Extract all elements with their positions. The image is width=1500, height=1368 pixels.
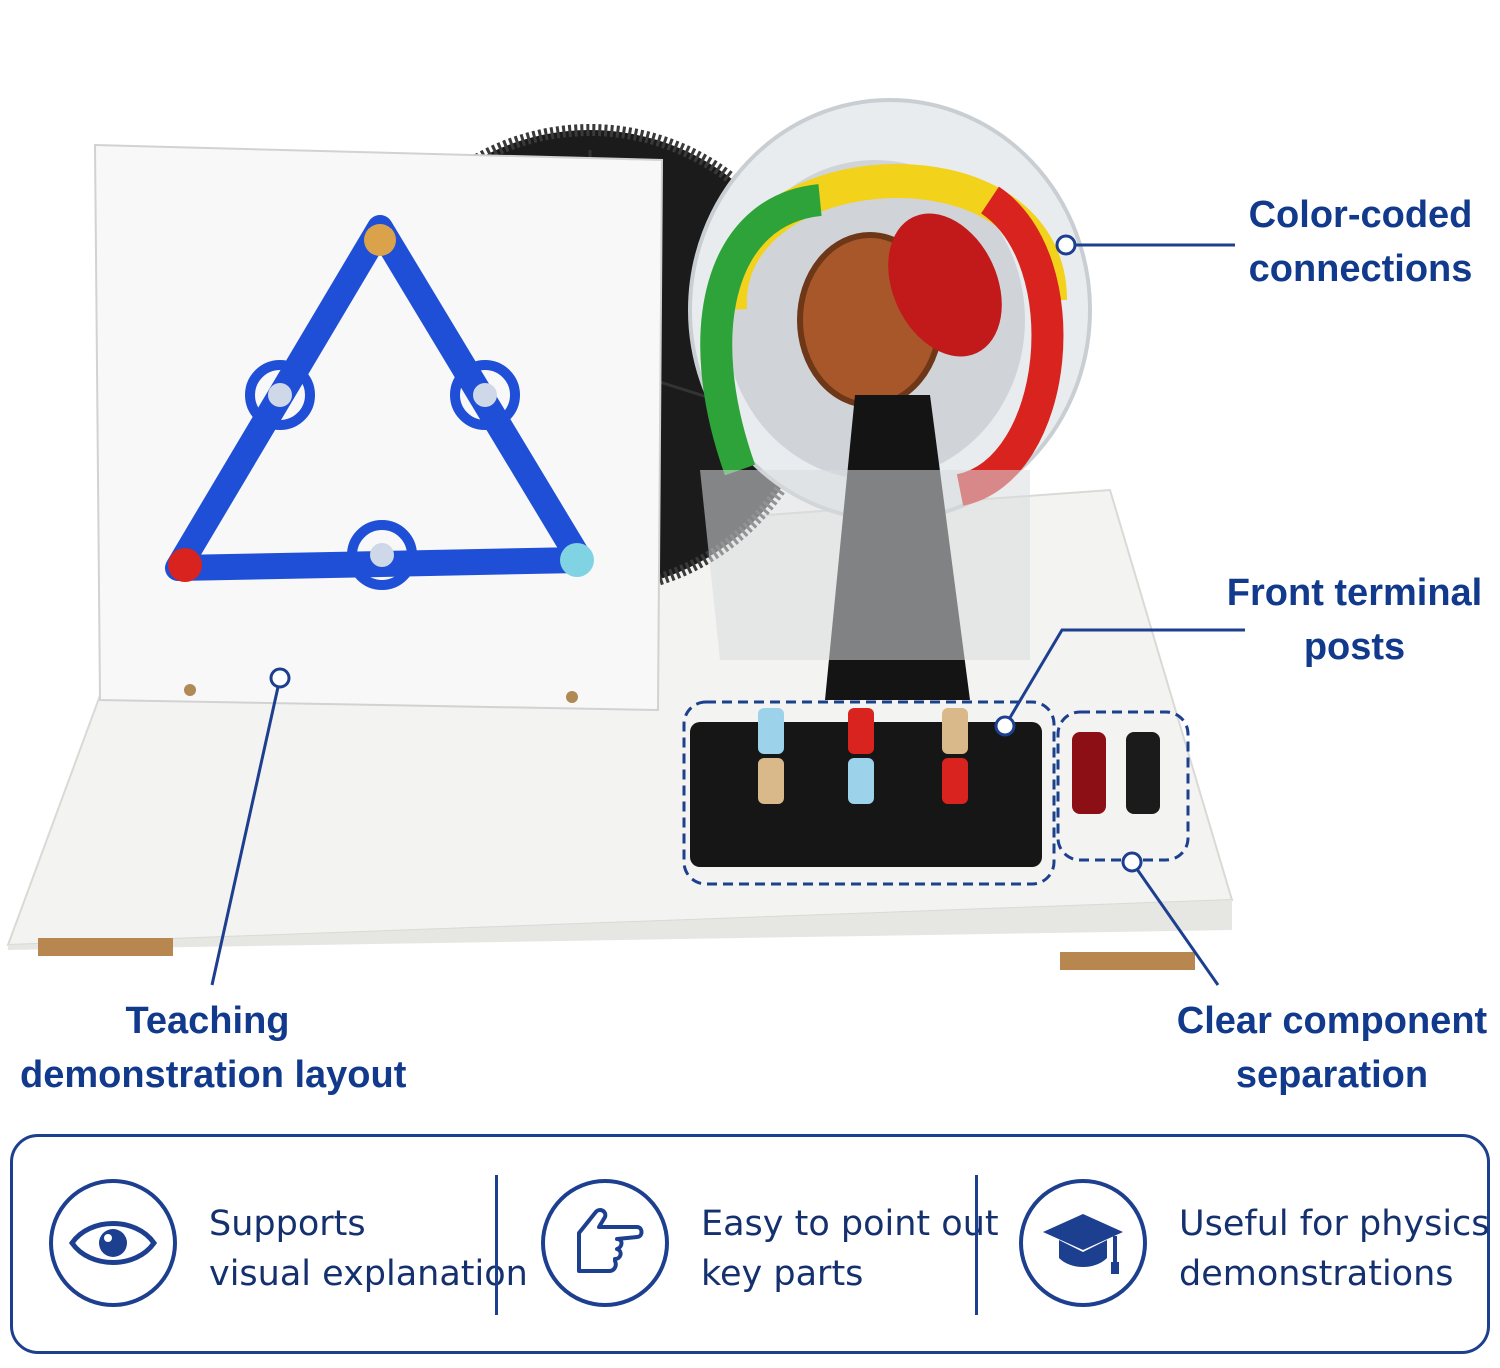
callout-line: Clear component xyxy=(1176,1000,1488,1042)
generator-stator xyxy=(688,98,1092,700)
feature-divider xyxy=(975,1175,978,1315)
callout-line: Color-coded xyxy=(1248,194,1473,236)
cork-foot-left xyxy=(38,938,173,956)
callout-line: Front terminal xyxy=(1226,572,1483,614)
callout-leaders xyxy=(210,234,1245,986)
feature-divider xyxy=(495,1175,498,1315)
feature-text: Easy to point out key parts xyxy=(701,1199,999,1299)
feature-point-out-parts: Easy to point out key parts xyxy=(505,1137,999,1351)
feature-line: key parts xyxy=(701,1254,864,1294)
callout-front-terminal-posts: Front terminal posts xyxy=(1212,566,1497,674)
feature-panel: Supports visual explanation Easy to poin… xyxy=(10,1134,1490,1354)
callout-line: Teaching xyxy=(125,1000,290,1042)
callout-line: posts xyxy=(1303,626,1406,668)
feature-line: demonstrations xyxy=(1179,1254,1454,1294)
callout-line: separation xyxy=(1235,1054,1429,1096)
cork-foot-right xyxy=(1060,952,1195,970)
callout-clear-component-separation: Clear component separation xyxy=(1172,994,1492,1102)
feature-line: Useful for physics xyxy=(1179,1204,1490,1244)
graduation-cap-icon xyxy=(1019,1179,1147,1307)
feature-visual-explanation: Supports visual explanation xyxy=(13,1137,528,1351)
feature-line: Easy to point out xyxy=(701,1204,999,1244)
callout-line: connections xyxy=(1248,248,1473,290)
front-terminal-highlight xyxy=(682,700,1056,886)
feature-text: Useful for physics demonstrations xyxy=(1179,1199,1490,1299)
terminal-block xyxy=(690,708,1160,867)
feature-text: Supports visual explanation xyxy=(209,1199,528,1299)
callout-line: demonstration layout xyxy=(20,1054,407,1096)
feature-physics-demonstrations: Useful for physics demonstrations xyxy=(983,1137,1490,1351)
feature-line: Supports xyxy=(209,1204,366,1244)
delta-connection-panel xyxy=(93,143,664,712)
callout-color-coded-connections: Color-coded connections xyxy=(1238,188,1483,296)
pointing-hand-icon xyxy=(541,1179,669,1307)
eye-icon xyxy=(49,1179,177,1307)
feature-line: visual explanation xyxy=(209,1254,528,1294)
callout-teaching-demonstration-layout: Teaching demonstration layout xyxy=(20,994,407,1102)
